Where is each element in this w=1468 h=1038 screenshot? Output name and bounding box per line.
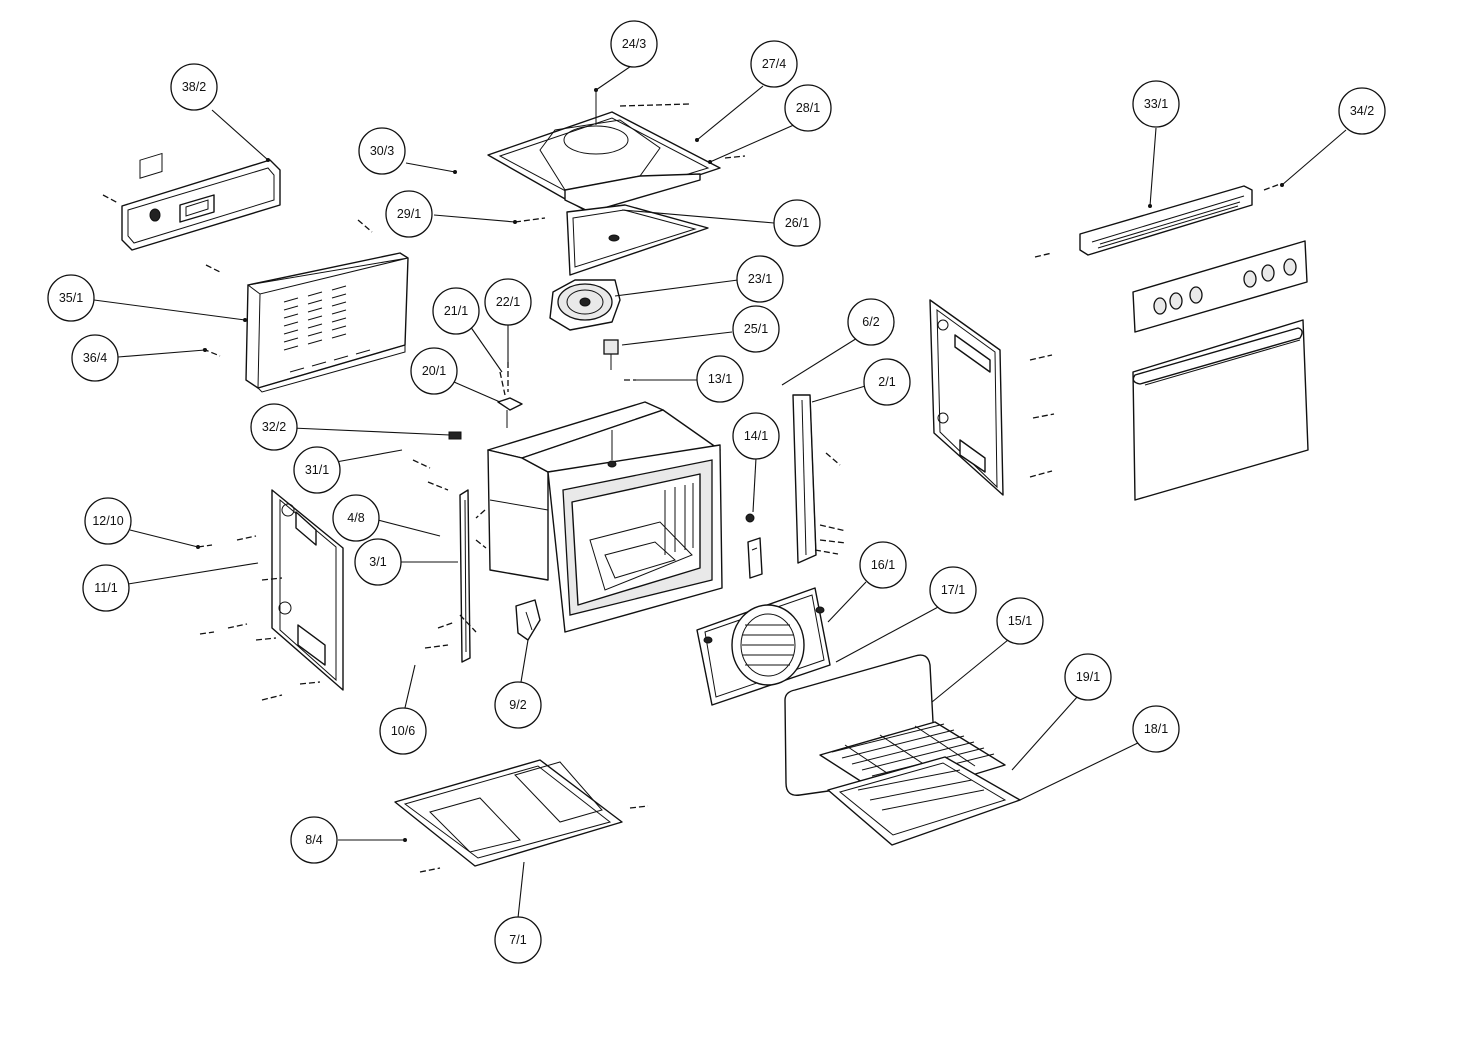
svg-text:29/1: 29/1 bbox=[397, 207, 421, 221]
callout-29-1: 29/1 bbox=[385, 190, 433, 238]
part-right-front-trim bbox=[792, 394, 847, 564]
svg-text:16/1: 16/1 bbox=[871, 558, 895, 572]
svg-text:11/1: 11/1 bbox=[94, 581, 117, 595]
part-left-front-trim bbox=[412, 431, 487, 663]
svg-text:31/1: 31/1 bbox=[305, 463, 329, 477]
svg-text:2/1: 2/1 bbox=[878, 375, 895, 389]
callout-23-1: 23/1 bbox=[736, 255, 784, 303]
svg-text:32/2: 32/2 bbox=[262, 420, 286, 434]
callout-34-2: 34/2 bbox=[1338, 87, 1386, 135]
part-baking-tray bbox=[827, 756, 1021, 846]
part-top-panel bbox=[487, 90, 746, 213]
part-back-panel bbox=[696, 587, 831, 706]
callout-32-2: 32/2 bbox=[250, 403, 298, 451]
svg-text:38/2: 38/2 bbox=[182, 80, 206, 94]
svg-text:15/1: 15/1 bbox=[1008, 614, 1032, 628]
callout-6-2: 6/2 bbox=[847, 298, 895, 346]
callout-4-8: 4/8 bbox=[332, 494, 380, 542]
callout-26-1: 26/1 bbox=[773, 199, 821, 247]
svg-text:10/6: 10/6 bbox=[391, 724, 415, 738]
callout-36-4: 36/4 bbox=[71, 334, 119, 382]
callout-21-1: 21/1 bbox=[432, 287, 480, 335]
svg-text:17/1: 17/1 bbox=[941, 583, 965, 597]
svg-text:9/2: 9/2 bbox=[509, 698, 526, 712]
part-bottom-panel bbox=[394, 759, 649, 873]
svg-text:24/3: 24/3 bbox=[622, 37, 646, 51]
part-fan bbox=[549, 279, 621, 331]
part-top-trim-strip bbox=[1079, 183, 1281, 256]
svg-text:28/1: 28/1 bbox=[796, 101, 820, 115]
svg-text:7/1: 7/1 bbox=[509, 933, 526, 947]
callout-27-4: 27/4 bbox=[750, 40, 798, 88]
callout-33-1: 33/1 bbox=[1132, 80, 1180, 128]
callout-14-1: 14/1 bbox=[732, 412, 780, 460]
svg-text:36/4: 36/4 bbox=[83, 351, 107, 365]
callout-8-4: 8/4 bbox=[290, 816, 338, 864]
svg-text:13/1: 13/1 bbox=[708, 372, 732, 386]
part-small-bracket bbox=[497, 362, 523, 428]
svg-text:21/1: 21/1 bbox=[444, 304, 468, 318]
callout-31-1: 31/1 bbox=[293, 446, 341, 494]
part-control-panel-cover bbox=[102, 152, 281, 251]
callout-16-1: 16/1 bbox=[859, 541, 907, 589]
callout-7-1: 7/1 bbox=[494, 916, 542, 964]
callout-24-3: 24/3 bbox=[610, 20, 658, 68]
svg-text:8/4: 8/4 bbox=[305, 833, 322, 847]
svg-text:34/2: 34/2 bbox=[1350, 104, 1374, 118]
part-baffle-plate bbox=[514, 204, 709, 276]
svg-text:14/1: 14/1 bbox=[744, 429, 768, 443]
svg-text:30/3: 30/3 bbox=[370, 144, 394, 158]
callout-15-1: 15/1 bbox=[996, 597, 1044, 645]
callout-3-1: 3/1 bbox=[354, 538, 402, 586]
parts-artwork bbox=[102, 90, 1309, 873]
svg-text:23/1: 23/1 bbox=[748, 272, 772, 286]
svg-text:19/1: 19/1 bbox=[1076, 670, 1100, 684]
svg-text:3/1: 3/1 bbox=[369, 555, 386, 569]
svg-text:33/1: 33/1 bbox=[1144, 97, 1168, 111]
svg-text:6/2: 6/2 bbox=[862, 315, 879, 329]
callout-38-2: 38/2 bbox=[170, 63, 218, 111]
part-oven-door bbox=[1132, 319, 1309, 501]
callout-2-1: 2/1 bbox=[863, 358, 911, 406]
svg-text:12/10: 12/10 bbox=[92, 514, 123, 528]
svg-text:18/1: 18/1 bbox=[1144, 722, 1168, 736]
svg-text:22/1: 22/1 bbox=[496, 295, 520, 309]
callout-11-1: 11/1 bbox=[82, 564, 130, 612]
callout-30-3: 30/3 bbox=[358, 127, 406, 175]
part-left-side-panel bbox=[197, 489, 344, 701]
callout-35-1: 35/1 bbox=[47, 274, 95, 322]
callout-25-1: 25/1 bbox=[732, 305, 780, 353]
callout-13-1: 13/1 bbox=[696, 355, 744, 403]
svg-text:4/8: 4/8 bbox=[347, 511, 364, 525]
svg-text:35/1: 35/1 bbox=[59, 291, 83, 305]
svg-text:20/1: 20/1 bbox=[422, 364, 446, 378]
part-oven-cavity bbox=[487, 401, 723, 633]
svg-text:26/1: 26/1 bbox=[785, 216, 809, 230]
callout-17-1: 17/1 bbox=[929, 566, 977, 614]
part-rear-vented-cover bbox=[202, 219, 409, 393]
callout-12-10: 12/10 bbox=[84, 497, 132, 545]
part-control-fascia bbox=[1132, 240, 1308, 333]
callout-18-1: 18/1 bbox=[1132, 705, 1180, 753]
callout-9-2: 9/2 bbox=[494, 681, 542, 729]
callout-10-6: 10/6 bbox=[379, 707, 427, 755]
callout-22-1: 22/1 bbox=[484, 278, 532, 326]
callout-20-1: 20/1 bbox=[410, 347, 458, 395]
part-hinge-bracket bbox=[515, 599, 541, 641]
part-small-clip bbox=[745, 513, 763, 579]
callout-bubbles: 24/3 27/4 28/1 30/3 38/2 29/1 26/1 23/1 … bbox=[47, 20, 1386, 964]
svg-text:27/4: 27/4 bbox=[762, 57, 786, 71]
leader-lines bbox=[93, 61, 1347, 919]
callout-28-1: 28/1 bbox=[784, 84, 832, 132]
part-right-side-panel bbox=[929, 252, 1055, 496]
callout-19-1: 19/1 bbox=[1064, 653, 1112, 701]
part-motor-shaft bbox=[603, 339, 636, 381]
svg-text:25/1: 25/1 bbox=[744, 322, 768, 336]
